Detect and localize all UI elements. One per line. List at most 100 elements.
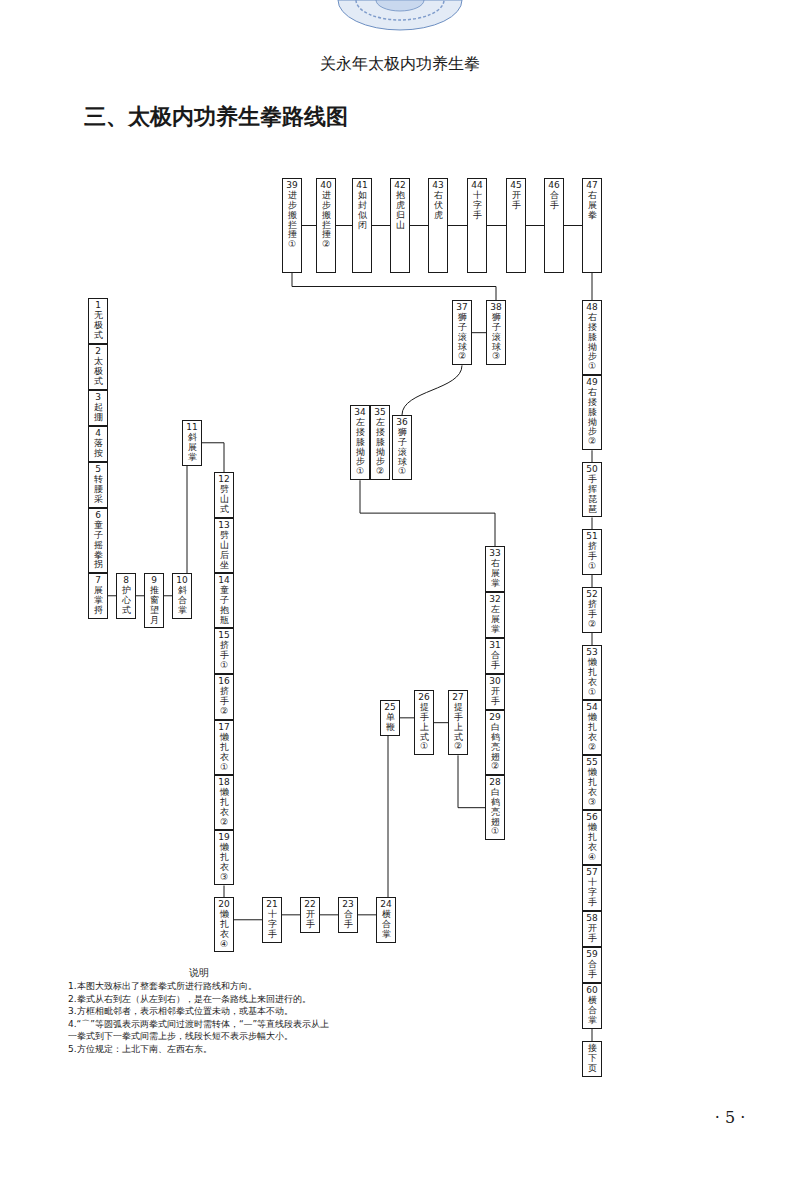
posture-box: 接下页 <box>582 1041 602 1077</box>
posture-box: 27提手上式② <box>448 690 468 755</box>
header-ornament <box>330 0 470 32</box>
posture-name: 53懒扎衣① <box>586 648 598 697</box>
note-line: 1.本图大致标出了整套拳式所进行路线和方向。 <box>68 980 330 993</box>
posture-box: 16挤手② <box>214 674 234 720</box>
posture-box: 33右展掌 <box>485 546 505 592</box>
posture-name: 10斜合掌 <box>176 576 188 616</box>
route-line <box>592 1029 593 1041</box>
route-line <box>302 225 316 226</box>
running-header: 关永年太极内功养生拳 <box>0 54 800 75</box>
posture-name: 42抱虎归山 <box>394 181 406 230</box>
posture-name: 18懒扎衣② <box>218 778 230 827</box>
posture-box: 52挤手② <box>582 587 602 633</box>
posture-box: 39进步搬拦捶① <box>282 178 302 273</box>
route-line <box>592 575 593 587</box>
posture-name: 43右伏虎 <box>432 181 444 221</box>
posture-box: 59合手 <box>582 947 602 983</box>
posture-name: 16挤手② <box>218 677 230 717</box>
posture-name: 25单鞭 <box>384 703 396 733</box>
posture-box: 35左搂膝拗步② <box>370 405 390 480</box>
posture-box: 22开手 <box>300 897 320 933</box>
posture-box: 21十字手 <box>262 897 282 943</box>
note-line: 2.拳式从右到左（从左到右），是在一条路线上来回进行的。 <box>68 993 330 1006</box>
route-line <box>592 517 593 529</box>
note-line: 3.方框相毗邻者，表示相邻拳式位置未动，或基本不动。 <box>68 1005 330 1018</box>
posture-box: 7展掌捋 <box>88 573 108 619</box>
posture-box: 31合手 <box>485 638 505 674</box>
posture-name: 50手挥琵琶 <box>586 465 598 514</box>
posture-name: 24横合掌 <box>380 900 392 940</box>
posture-box: 34左搂膝拗步① <box>350 405 370 480</box>
route-line <box>402 365 462 415</box>
posture-box: 44十字手 <box>467 178 487 273</box>
route-line <box>224 885 225 897</box>
route-line <box>292 273 496 300</box>
posture-name: 4落按 <box>92 429 104 459</box>
route-line <box>458 755 485 807</box>
posture-box: 46合手 <box>544 178 564 273</box>
notes-heading: 说明 <box>68 966 330 980</box>
posture-box: 29白鹤亮翅② <box>485 710 505 775</box>
posture-name: 接下页 <box>586 1044 598 1074</box>
posture-name: 2太极式 <box>92 347 104 387</box>
route-line <box>136 595 144 596</box>
note-line: 5.方位规定：上北下南、左西右东。 <box>68 1043 330 1056</box>
posture-box: 56懒扎衣④ <box>582 810 602 865</box>
posture-box: 3起掤 <box>88 390 108 426</box>
posture-name: 32左展掌 <box>489 595 501 635</box>
posture-box: 15挤手① <box>214 628 234 674</box>
posture-box: 58开手 <box>582 911 602 947</box>
posture-name: 40进步搬拦捶② <box>320 181 332 250</box>
posture-box: 57十字手 <box>582 865 602 911</box>
posture-box: 55懒扎衣③ <box>582 755 602 810</box>
posture-box: 47右展拳 <box>582 178 602 273</box>
page-title: 三、太极内功养生拳路线图 <box>84 102 348 132</box>
posture-box: 1无极式 <box>88 298 108 344</box>
posture-box: 23合手 <box>338 897 358 933</box>
note-line: 4.“⌒”等圆弧表示两拳式间过渡时需转体，“—”等直线段表示从上一拳式到下一拳式… <box>68 1018 330 1043</box>
posture-name: 39进步搬拦捶① <box>286 181 298 250</box>
posture-name: 21十字手 <box>266 900 278 940</box>
posture-name: 6童子摇拳拐 <box>92 511 104 570</box>
posture-name: 11斜展掌 <box>186 423 198 463</box>
posture-box: 53懒扎衣① <box>582 645 602 700</box>
ornament-arc <box>338 0 462 30</box>
route-line <box>336 225 352 226</box>
posture-box: 38狮子滚球③ <box>486 300 506 365</box>
posture-name: 29白鹤亮翅② <box>489 713 501 772</box>
posture-box: 60横合掌 <box>582 983 602 1029</box>
posture-box: 54懒扎衣② <box>582 700 602 755</box>
posture-name: 15挤手① <box>218 631 230 671</box>
posture-box: 18懒扎衣② <box>214 775 234 830</box>
posture-name: 26提手上式① <box>418 693 430 752</box>
posture-name: 49右搂膝拗步② <box>586 378 598 447</box>
route-line <box>592 450 593 462</box>
route-line <box>187 466 188 573</box>
posture-name: 38狮子滚球③ <box>490 303 502 362</box>
posture-box: 32左展掌 <box>485 592 505 638</box>
posture-name: 56懒扎衣④ <box>586 813 598 862</box>
posture-name: 1无极式 <box>92 301 104 341</box>
posture-box: 25单鞭 <box>380 700 400 736</box>
route-line <box>487 225 506 226</box>
posture-name: 48右搂膝拗步① <box>586 303 598 372</box>
posture-box: 50手挥琵琶 <box>582 462 602 517</box>
posture-name: 30开手 <box>489 677 501 707</box>
posture-name: 52挤手② <box>586 590 598 630</box>
route-line <box>282 914 300 915</box>
posture-name: 5转腰采 <box>92 465 104 505</box>
posture-name: 28白鹤亮翅① <box>489 778 501 837</box>
posture-box: 19懒扎衣③ <box>214 830 234 885</box>
posture-box: 20懒扎衣④ <box>214 897 234 952</box>
posture-box: 12劈山式 <box>214 472 234 518</box>
route-line <box>388 736 389 897</box>
posture-name: 37狮子滚球② <box>456 303 468 362</box>
route-line <box>448 225 467 226</box>
posture-box: 10斜合掌 <box>172 573 192 619</box>
posture-name: 17懒扎衣① <box>218 723 230 772</box>
posture-name: 31合手 <box>489 641 501 671</box>
posture-name: 55懒扎衣③ <box>586 758 598 807</box>
route-line <box>202 443 224 472</box>
